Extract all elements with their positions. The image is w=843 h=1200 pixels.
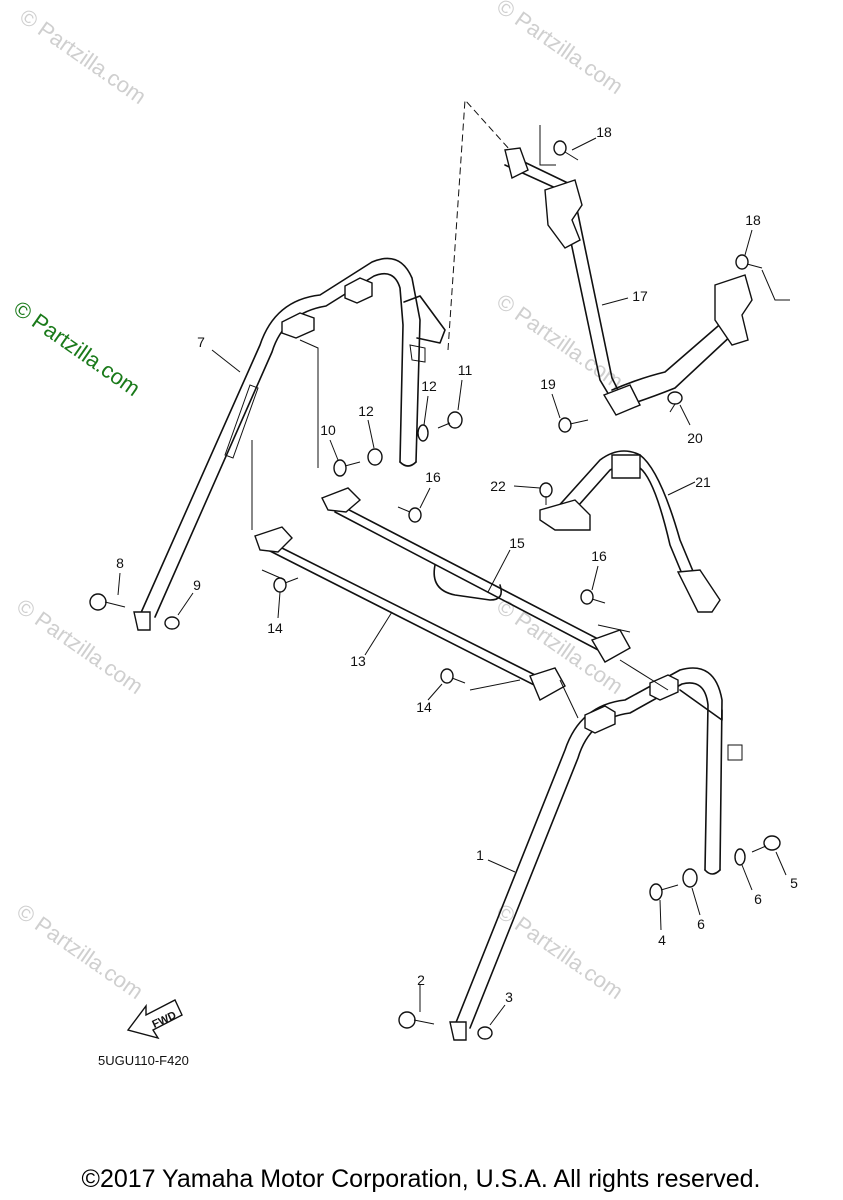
bolt-18a xyxy=(553,140,579,161)
part-13-cross-bar xyxy=(254,526,566,701)
watermark: © Partzilla.com xyxy=(12,594,148,700)
callout-18: 18 xyxy=(596,124,612,140)
bolt-10 xyxy=(333,459,361,477)
callout-20: 20 xyxy=(687,430,703,446)
callout-6: 6 xyxy=(697,916,705,932)
part-7-rear-roll-bar xyxy=(133,257,446,631)
fwd-arrow-icon: FWD xyxy=(126,999,183,1040)
drawing-code: 5UGU110-F420 xyxy=(98,1053,189,1068)
callout-17: 17 xyxy=(632,288,648,304)
callout-4: 4 xyxy=(658,932,666,948)
washer-12a xyxy=(367,448,383,466)
bolt-20 xyxy=(667,391,683,413)
bolt-18b xyxy=(735,254,763,270)
callout-16: 16 xyxy=(425,469,441,485)
callout-16: 16 xyxy=(591,548,607,564)
callout-14: 14 xyxy=(267,620,283,636)
bolt-4 xyxy=(649,883,679,901)
nut-9 xyxy=(164,616,180,630)
bolt-22 xyxy=(539,482,553,505)
callout-7: 7 xyxy=(197,334,205,350)
callouts: 1 2 3 4 5 6 6 7 8 9 10 11 12 12 13 14 14… xyxy=(116,124,798,1005)
part-15-cross-bar xyxy=(321,487,631,663)
bolt-16a xyxy=(397,506,422,523)
nut-3 xyxy=(477,1026,493,1040)
callout-2: 2 xyxy=(417,972,425,988)
callout-8: 8 xyxy=(116,555,124,571)
watermark: © Partzilla.com xyxy=(12,899,148,1005)
callout-6: 6 xyxy=(754,891,762,907)
connection-lines xyxy=(251,98,790,719)
callout-1: 1 xyxy=(476,847,484,863)
bolt-19 xyxy=(558,417,589,433)
bolt-11 xyxy=(437,411,463,429)
watermark: © Partzilla.com xyxy=(15,4,151,110)
callout-22: 22 xyxy=(490,478,506,494)
watermark: © Partzilla.com xyxy=(492,289,628,395)
callout-18: 18 xyxy=(745,212,761,228)
bolt-8 xyxy=(89,593,126,611)
callout-9: 9 xyxy=(193,577,201,593)
leader-lines xyxy=(117,137,787,1026)
part-17-brace xyxy=(504,147,753,416)
washer-6a xyxy=(682,868,698,888)
bolt-5 xyxy=(751,835,781,853)
bolt-16b xyxy=(580,589,606,605)
washer-6b xyxy=(734,848,746,866)
callout-21: 21 xyxy=(695,474,711,490)
bolt-14a xyxy=(273,577,299,593)
callout-15: 15 xyxy=(509,535,525,551)
bolt-2 xyxy=(398,1011,435,1029)
callout-19: 19 xyxy=(540,376,556,392)
callout-10: 10 xyxy=(320,422,336,438)
watermarks: © Partzilla.com © Partzilla.com © Partzi… xyxy=(9,0,628,1004)
callout-11: 11 xyxy=(458,362,473,378)
callout-14: 14 xyxy=(416,699,432,715)
callout-13: 13 xyxy=(350,653,366,669)
washer-12b xyxy=(417,424,429,442)
watermark: © Partzilla.com xyxy=(492,0,628,99)
copyright-notice: ©2017 Yamaha Motor Corporation, U.S.A. A… xyxy=(82,1165,761,1193)
watermark-prominent: © Partzilla.com xyxy=(9,296,145,402)
part-21-bracket xyxy=(539,450,721,613)
callout-5: 5 xyxy=(790,875,798,891)
callout-3: 3 xyxy=(505,989,513,1005)
callout-12: 12 xyxy=(358,403,374,419)
fasteners xyxy=(89,140,781,1040)
callout-12: 12 xyxy=(421,378,437,394)
bolt-14b xyxy=(440,668,466,684)
